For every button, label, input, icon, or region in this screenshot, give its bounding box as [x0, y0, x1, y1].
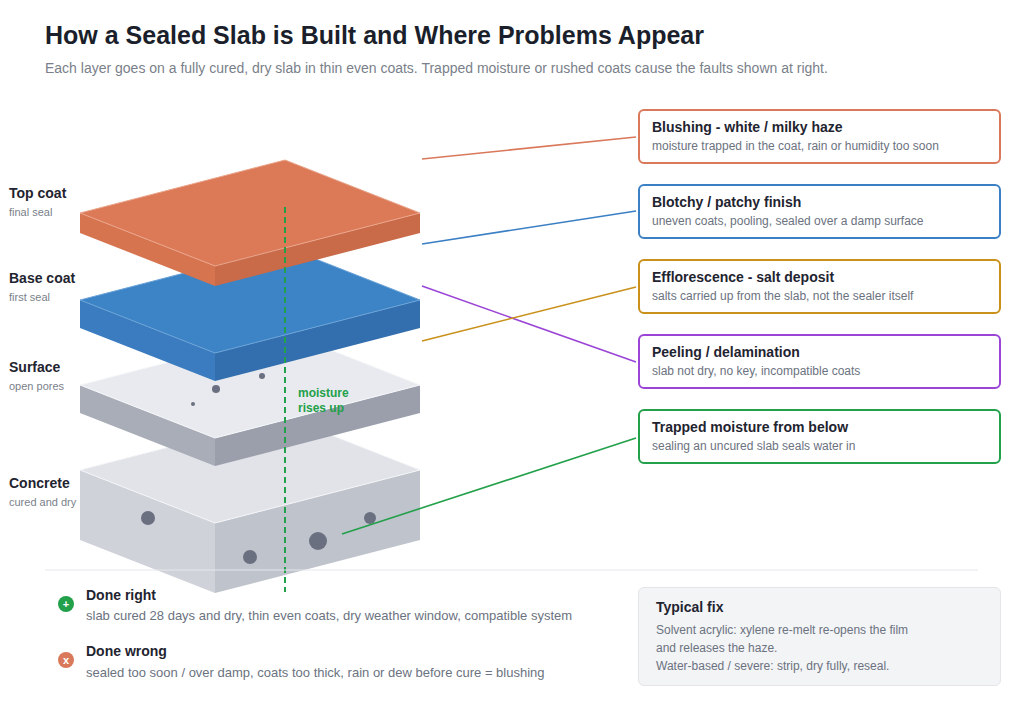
callout-heading: Trapped moisture from below [652, 419, 987, 435]
pore [364, 512, 376, 524]
row-heading: Done right [86, 587, 156, 603]
pore [141, 511, 155, 525]
callout-body: slab not dry, no key, incompatible coats [652, 364, 987, 378]
callout-body: salts carried up from the slab, not the … [652, 289, 987, 303]
row-note: sealed too soon / over damp, coats too t… [86, 665, 626, 680]
leader-line [422, 286, 636, 362]
layer-name: Concrete [9, 475, 70, 491]
callout-heading: Blushing - white / milky haze [652, 119, 987, 135]
layer-name: Top coat [9, 185, 66, 201]
problem-callout: Trapped moisture from below sealing an un… [638, 409, 1001, 464]
layer-note: first seal [9, 291, 50, 303]
pore [243, 550, 257, 564]
leader-line [422, 137, 636, 159]
fix-heading: Typical fix [656, 599, 984, 615]
moisture-line [284, 207, 286, 592]
icon-symbol: x [58, 652, 74, 668]
fix-body: Water-based / severe: strip, dry fully, … [656, 657, 924, 675]
layer-note: open pores [9, 380, 64, 392]
separator [45, 570, 978, 571]
leader-line [422, 211, 636, 244]
row-note: slab cured 28 days and dry, thin even co… [86, 608, 626, 623]
layer-note: final seal [9, 206, 52, 218]
callout-heading: Blotchy / patchy finish [652, 194, 987, 210]
status-icon: + [58, 596, 74, 612]
problem-callout: Blushing - white / milky haze moisture tr… [638, 109, 1001, 164]
layer-name: Base coat [9, 270, 75, 286]
caption: Each layer goes on a fully cured, dry sl… [45, 60, 1005, 76]
pore [191, 402, 195, 406]
title: How a Sealed Slab is Built and Where Pro… [45, 21, 704, 50]
layer-note: cured and dry [9, 496, 76, 508]
callout-body: uneven coats, pooling, sealed over a dam… [652, 214, 987, 228]
moisture-label: moisture rises up [298, 386, 362, 416]
callout-body: sealing an uncured slab seals water in [652, 439, 987, 453]
callout-body: moisture trapped in the coat, rain or hu… [652, 139, 987, 153]
fix-panel: Typical fixSolvent acrylic: xylene re-me… [638, 587, 1001, 686]
callout-heading: Efflorescence - salt deposit [652, 269, 987, 285]
status-icon: x [58, 652, 74, 668]
icon-symbol: + [58, 596, 74, 612]
leader-line [422, 287, 636, 341]
callout-heading: Peeling / delamination [652, 344, 987, 360]
pore [309, 532, 327, 550]
problem-callout: Efflorescence - salt deposit salts carrie… [638, 259, 1001, 314]
layer-name: Surface [9, 359, 60, 375]
fix-body: Solvent acrylic: xylene re-melt re-opens… [656, 621, 924, 657]
top-coat-top [80, 160, 420, 266]
leader-line [342, 438, 636, 534]
row-heading: Done wrong [86, 643, 167, 659]
pore [212, 385, 220, 393]
problem-callout: Blotchy / patchy finish uneven coats, poo… [638, 184, 1001, 239]
problem-callout: Peeling / delamination slab not dry, no k… [638, 334, 1001, 389]
pore [259, 373, 265, 379]
